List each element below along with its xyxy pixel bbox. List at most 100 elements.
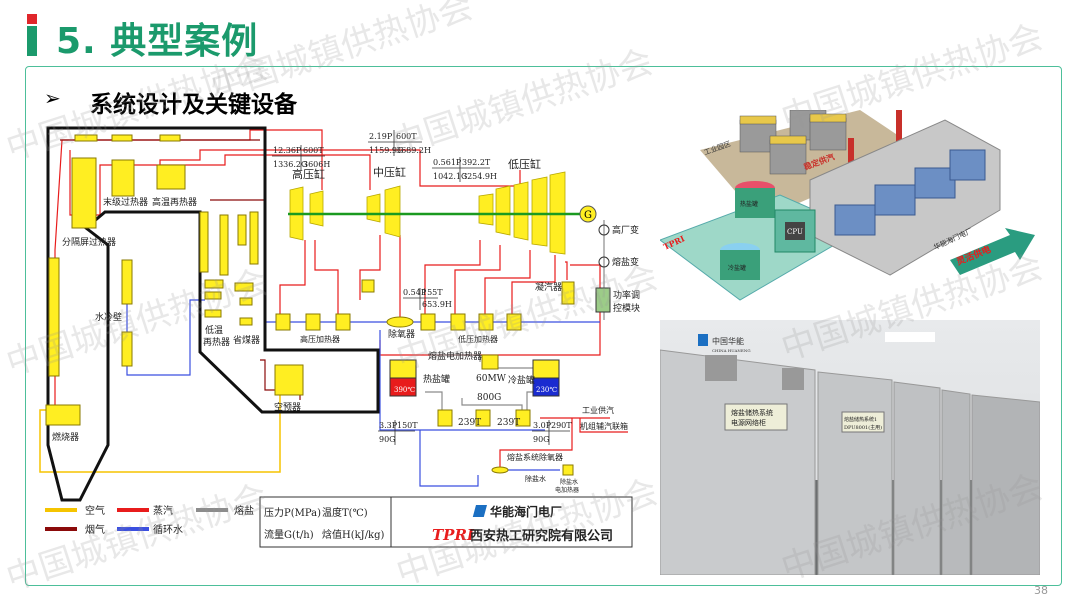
label-economizer: 省煤器: [233, 334, 260, 346]
cpu-chip-icon: [785, 222, 805, 240]
cabinet: [941, 389, 971, 575]
svg-text:压力P(MPa): 压力P(MPa): [264, 506, 321, 519]
svg-text:1042.1G: 1042.1G: [433, 172, 467, 181]
generator-label: G: [584, 210, 592, 221]
svg-text:12.36P: 12.36P: [273, 146, 302, 155]
generator-icon: [579, 205, 597, 223]
cold-tank-label: 冷盐罐: [728, 264, 746, 272]
units-legend: 压力P(MPa) 温度T(℃) 流量G(t/h) 焓值H(kJ/kg): [264, 506, 385, 541]
label-deaerator: 除氧器: [388, 328, 415, 340]
transformer-icon: [598, 224, 610, 236]
label-demin-heater: 除盐水: [560, 478, 578, 486]
svg-text:1159.9G: 1159.9G: [369, 146, 403, 155]
title-accent-green: [27, 26, 37, 56]
svg-text:290T: 290T: [551, 421, 572, 430]
cabinet: [893, 381, 941, 575]
legend: 空气 烟气 蒸汽 循环水 熔盐: [45, 504, 254, 536]
hot-temp-label: 390℃: [394, 386, 415, 394]
boiler-outline: [46, 126, 380, 502]
legend-swatch: [196, 508, 228, 512]
legend-swatch: [117, 527, 149, 531]
air-line: [39, 370, 281, 473]
label-heater-power: 60MW: [476, 374, 507, 384]
content-frame: [25, 66, 1062, 586]
cabinet: [971, 394, 1040, 575]
svg-text:90G: 90G: [533, 435, 550, 444]
heaters: [275, 279, 575, 476]
label-hot-tank: 热盐罐: [423, 373, 450, 385]
label-platen-superheater: 分隔屏过热器: [62, 236, 116, 248]
label-industrial-steam: 工业供汽: [582, 405, 614, 415]
flexible-power-arrow: [950, 228, 1035, 275]
svg-text:电源网络柜: 电源网络柜: [731, 418, 766, 427]
legend-label: 蒸汽: [153, 504, 173, 517]
label-temp: 239T: [458, 418, 481, 428]
svg-text:3.3P: 3.3P: [379, 421, 398, 430]
svg-text:3689.2H: 3689.2H: [396, 146, 431, 155]
diagram-background: [38, 125, 630, 550]
legend-swatch: [117, 508, 149, 512]
svg-text:熔盐储热系统: 熔盐储热系统: [731, 408, 773, 417]
brand-en-label: CHINA HUANENG: [712, 348, 751, 353]
cpu-label: CPU: [787, 228, 803, 236]
svg-text:1336.2G: 1336.2G: [273, 160, 307, 169]
equipment-photo: 中国华能 CHINA HUANENG 熔盐储热系统 电源网络柜 熔盐储热系统1 …: [660, 320, 1040, 575]
vent-grille: [705, 355, 737, 381]
label-power-module: 控模块: [613, 302, 640, 314]
transformer-icon: [598, 256, 610, 268]
label-lp-heaters: 低压加热器: [458, 334, 498, 344]
hot-tank-label: 热盐罐: [740, 200, 758, 208]
info-box: [259, 496, 633, 548]
param-dividers: [272, 130, 570, 445]
label-condenser: 凝汽器: [535, 281, 562, 293]
steam-lines: [54, 129, 628, 468]
legend-label: 熔盐: [234, 504, 254, 517]
label-lt-reheater: 再热器: [203, 336, 230, 348]
label-hp-heaters: 高压加热器: [300, 334, 340, 344]
page-title: 5. 典型案例: [56, 21, 259, 62]
label-power-module: 功率调: [613, 289, 640, 301]
system-3d-render: CPU 热盐罐 冷盐罐 工业园区 稳定供汽 TPRI 华能海门电厂 灵活供电: [660, 110, 1035, 301]
chimney-icon: [896, 110, 902, 145]
svg-text:600T: 600T: [396, 132, 417, 141]
svg-text:155T: 155T: [422, 288, 443, 297]
cold-temp-label: 230℃: [536, 386, 557, 394]
svg-text:600T: 600T: [303, 146, 324, 155]
label-demin-water: 除盐水: [525, 474, 546, 483]
svg-text:150T: 150T: [397, 421, 418, 430]
svg-text:焓值H(kJ/kg): 焓值H(kJ/kg): [322, 528, 385, 541]
label-salt-transformer: 熔盐变: [612, 256, 639, 268]
component-labels: 末级过热器 高温再热器 分隔屏过热器 水冷壁 低温 再热器 省煤器 燃烧器 空预…: [52, 157, 640, 494]
factory-buildings: [739, 110, 847, 175]
svg-text:3606H: 3606H: [303, 160, 330, 169]
svg-text:90G: 90G: [379, 435, 396, 444]
section-heading: 系统设计及关键设备: [90, 92, 297, 118]
title-accent-red: [27, 14, 37, 24]
svg-text:流量G(t/h): 流量G(t/h): [264, 528, 314, 541]
cold-tank-icon: [720, 250, 760, 280]
label-air-preheater: 空预器: [274, 401, 301, 413]
svg-text:653.9H: 653.9H: [422, 300, 452, 309]
label-ht-reheater: 高温再热器: [152, 196, 197, 208]
legend-swatch: [45, 508, 77, 512]
svg-text:3254.9H: 3254.9H: [462, 172, 497, 181]
bullet-icon: ➢: [44, 86, 61, 110]
label-ip-cylinder: 中压缸: [373, 165, 406, 179]
page-number: 38: [1034, 584, 1048, 597]
label-lp-cylinder: 低压缸: [508, 157, 541, 171]
label-temp: 239T: [497, 418, 520, 428]
label-lt-reheater: 低温: [205, 324, 223, 336]
power-module-box: [595, 287, 611, 313]
svg-text:0.561P: 0.561P: [433, 158, 462, 167]
cold-salt-tank: 230℃: [532, 359, 560, 397]
label-demin-heater: 电加热器: [555, 486, 579, 494]
huaneng-logo-icon: [698, 334, 708, 346]
cabinet-nameplate: [841, 411, 885, 433]
svg-text:3.0P: 3.0P: [533, 421, 552, 430]
chimney-icon: [848, 138, 854, 178]
company-logos: 华能海门电厂 TPRI 西安热工研究院有限公司: [432, 504, 613, 544]
legend-label: 空气: [85, 504, 105, 517]
svg-text:华能海门电厂: 华能海门电厂: [490, 504, 562, 519]
